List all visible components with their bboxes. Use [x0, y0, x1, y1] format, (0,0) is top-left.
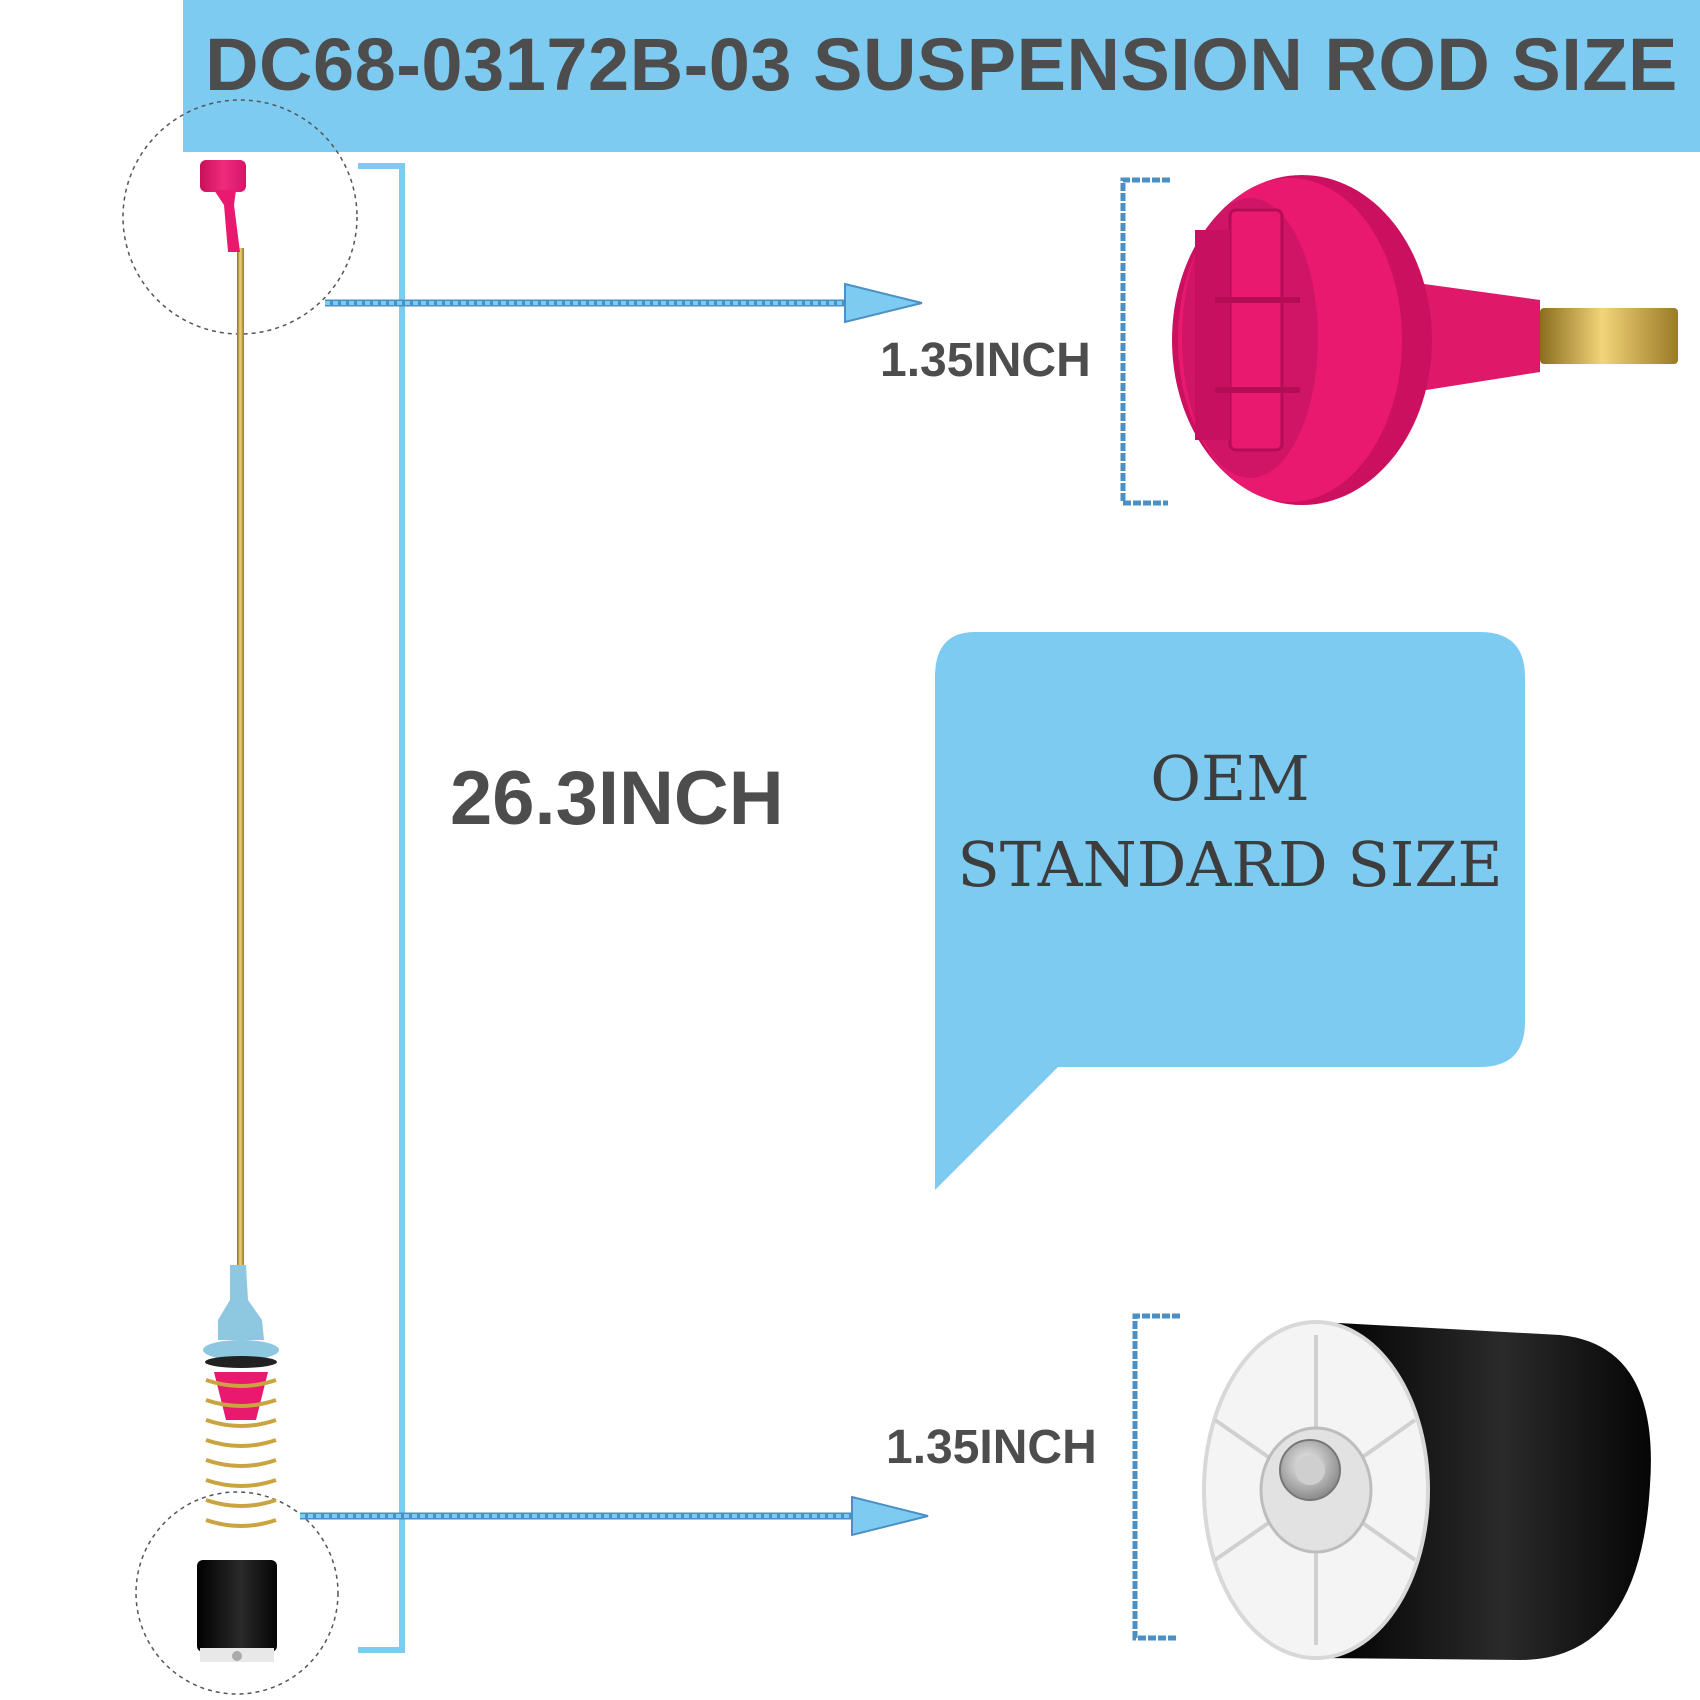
- page-title: DC68-03172B-03 SUSPENSION ROD SIZE: [205, 23, 1678, 106]
- suspension-rod-image: [197, 160, 279, 1662]
- rod-length-label: 26.3INCH: [450, 756, 784, 841]
- length-bracket: [358, 163, 405, 1653]
- bottom-highlight-circle: [135, 1491, 339, 1695]
- bottom-arrow-icon: [300, 1495, 929, 1537]
- callout-bubble: [935, 632, 1525, 1190]
- top-arrow-icon: [325, 282, 923, 324]
- bottom-dimension-label: 1.35INCH: [886, 1421, 1097, 1474]
- bottom-damper-closeup: [1202, 1320, 1651, 1660]
- top-cap-closeup: [1172, 175, 1678, 505]
- callout-line-1: OEM: [1150, 742, 1310, 815]
- callout-line-2: STANDARD SIZE: [957, 828, 1503, 901]
- bottom-bracket-icon: [1132, 1313, 1180, 1641]
- top-highlight-circle: [122, 99, 358, 335]
- top-dimension-label: 1.35INCH: [880, 334, 1091, 387]
- top-bracket-icon: [1120, 177, 1170, 506]
- title-banner: [183, 0, 1700, 152]
